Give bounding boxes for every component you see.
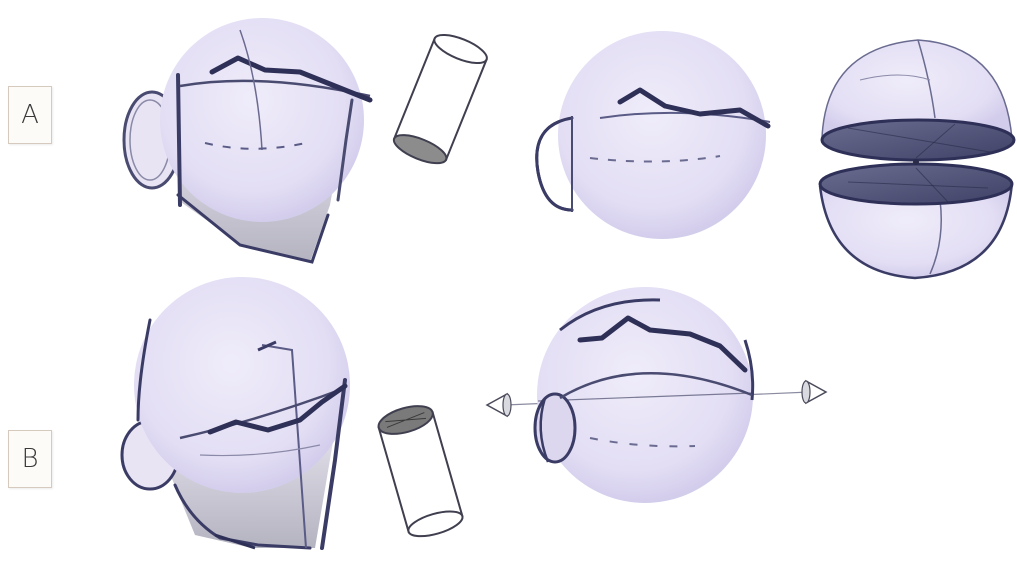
label-a-text: A [21, 100, 39, 130]
label-a-box: A [8, 86, 52, 144]
sphere-ear-a [537, 31, 770, 239]
head-b [122, 277, 350, 548]
head-a [124, 18, 370, 262]
cranium-b-sphere [134, 277, 350, 493]
label-b-box: B [8, 430, 52, 488]
label-b-text: B [21, 444, 38, 474]
cylinder-a [390, 29, 490, 169]
cranium-a-sphere [160, 18, 364, 222]
sphere-axis-b [487, 287, 826, 503]
cylinder-b [375, 401, 465, 541]
split-sphere [820, 40, 1014, 278]
